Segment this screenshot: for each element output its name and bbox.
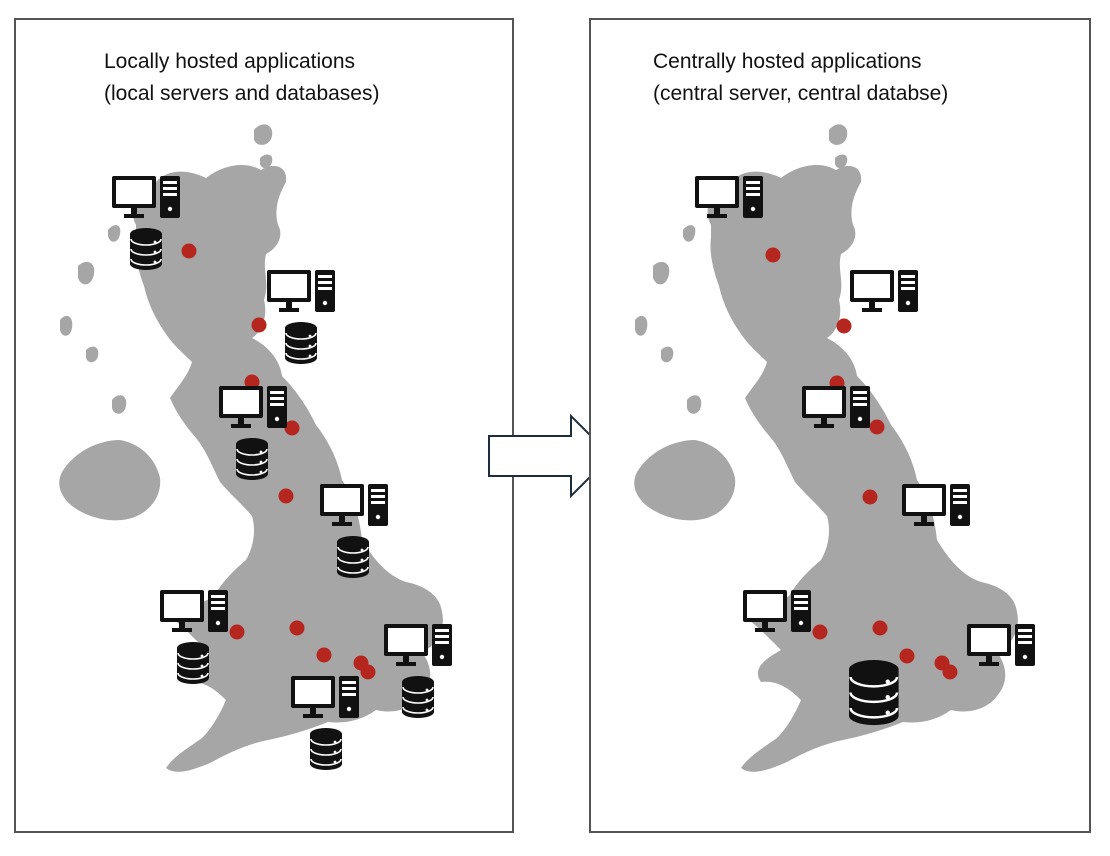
site-dot bbox=[765, 247, 781, 263]
server-tower-icon bbox=[743, 176, 763, 218]
site-dot bbox=[872, 620, 888, 636]
site-dot bbox=[251, 317, 267, 333]
server-tower-icon bbox=[208, 590, 228, 632]
database-icon bbox=[236, 438, 268, 480]
server-tower-icon bbox=[950, 484, 970, 526]
island-shape bbox=[108, 225, 121, 242]
computer-icon bbox=[160, 590, 228, 632]
island-shape bbox=[254, 124, 273, 145]
island-shape bbox=[661, 346, 674, 363]
server-tower-icon bbox=[160, 176, 180, 218]
site-dot bbox=[942, 664, 958, 680]
island-shape bbox=[260, 154, 273, 169]
server-tower-icon bbox=[791, 590, 811, 632]
database-icon bbox=[285, 322, 317, 364]
panel-title: Centrally hosted applications (central s… bbox=[653, 46, 948, 110]
server-tower-icon bbox=[1015, 624, 1035, 666]
computer-icon bbox=[291, 676, 359, 718]
server-tower-icon bbox=[898, 270, 918, 312]
computer-icon bbox=[695, 176, 763, 218]
computer-icon bbox=[743, 590, 811, 632]
island-shape bbox=[687, 395, 702, 414]
computer-icon bbox=[902, 484, 970, 526]
panel-title-line1: Locally hosted applications bbox=[104, 50, 355, 73]
computer-icon bbox=[802, 386, 870, 428]
site-dot bbox=[316, 647, 332, 663]
island-shape bbox=[653, 261, 670, 285]
site-dot bbox=[360, 664, 376, 680]
uk-map-local bbox=[59, 124, 452, 772]
panel-local-hosting: Locally hosted applications (local serve… bbox=[14, 18, 514, 833]
site-dot bbox=[278, 488, 294, 504]
northern-ireland-shape bbox=[634, 440, 736, 521]
site-dot bbox=[862, 489, 878, 505]
computer-icon bbox=[219, 386, 287, 428]
computer-icon bbox=[320, 484, 388, 526]
server-tower-icon bbox=[267, 386, 287, 428]
site-dot bbox=[899, 648, 915, 664]
database-icon bbox=[130, 228, 162, 270]
computer-icon bbox=[967, 624, 1035, 666]
site-dot bbox=[229, 624, 245, 640]
site-dot bbox=[244, 374, 260, 390]
panel-central-hosting: Centrally hosted applications (central s… bbox=[589, 18, 1091, 833]
site-dot bbox=[836, 318, 852, 334]
site-dot bbox=[284, 420, 300, 436]
database-icon bbox=[402, 676, 434, 718]
site-dot bbox=[812, 624, 828, 640]
computer-icon bbox=[112, 176, 180, 218]
server-tower-icon bbox=[850, 386, 870, 428]
site-dot bbox=[869, 419, 885, 435]
database-icon bbox=[310, 728, 342, 770]
panel-title: Locally hosted applications (local serve… bbox=[104, 46, 379, 110]
island-shape bbox=[86, 346, 99, 363]
island-shape bbox=[683, 225, 696, 242]
computer-icon bbox=[267, 270, 335, 312]
island-shape bbox=[835, 154, 848, 169]
island-shape bbox=[112, 395, 127, 414]
island-shape bbox=[829, 124, 848, 145]
database-icon bbox=[337, 536, 369, 578]
server-tower-icon bbox=[315, 270, 335, 312]
computer-icon bbox=[850, 270, 918, 312]
database-icon bbox=[849, 660, 899, 726]
northern-ireland-shape bbox=[59, 440, 161, 521]
server-tower-icon bbox=[339, 676, 359, 718]
island-shape bbox=[60, 315, 73, 336]
uk-map-central bbox=[634, 124, 1035, 772]
site-dot bbox=[289, 620, 305, 636]
panel-title-line2: (central server, central databse) bbox=[653, 82, 949, 105]
server-tower-icon bbox=[432, 624, 452, 666]
island-shape bbox=[635, 315, 648, 336]
server-tower-icon bbox=[368, 484, 388, 526]
island-shape bbox=[78, 261, 95, 285]
database-icon bbox=[177, 642, 209, 684]
site-dot bbox=[181, 243, 197, 259]
panel-title-line2: (local servers and databases) bbox=[104, 82, 380, 105]
computer-icon bbox=[384, 624, 452, 666]
panel-title-line1: Centrally hosted applications bbox=[653, 50, 922, 73]
